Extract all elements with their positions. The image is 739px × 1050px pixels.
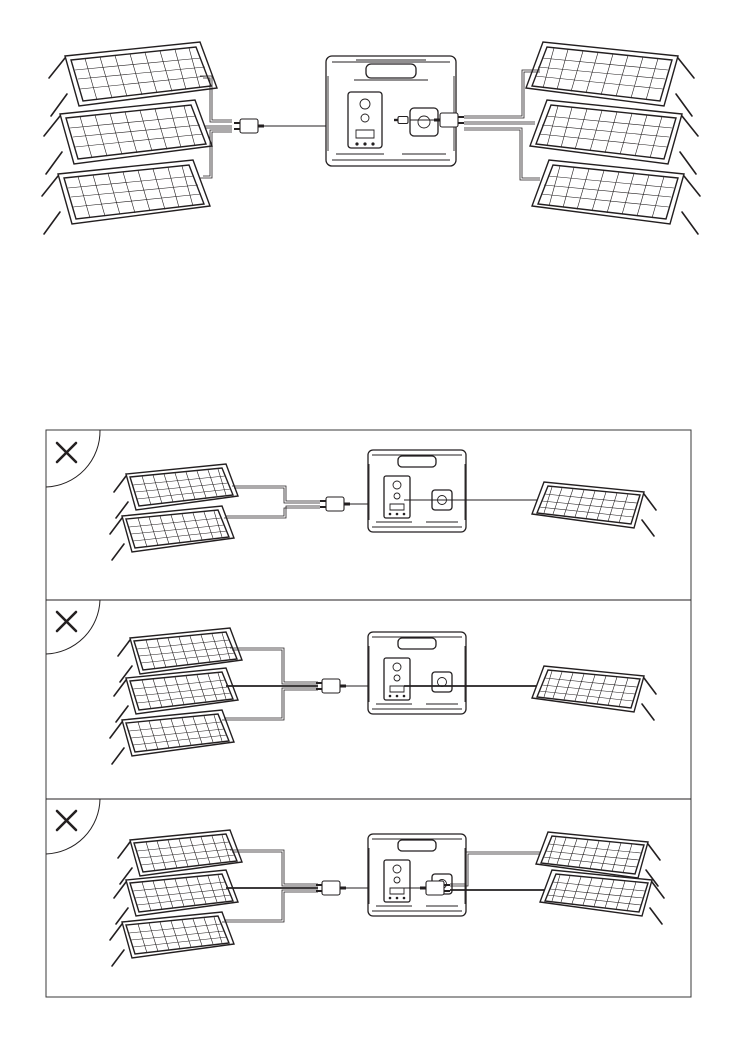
solar-panel-left-3 (42, 160, 210, 234)
power-station (368, 834, 466, 916)
top-diagram (42, 42, 700, 234)
branch-connector-left (234, 119, 264, 133)
solar-panel-right-3 (532, 160, 700, 234)
wire-right-mid (464, 122, 535, 124)
wire-right-bottom (464, 128, 540, 180)
power-station-top (326, 56, 456, 166)
wire-right-top (464, 70, 540, 118)
power-station (368, 450, 466, 532)
power-station (368, 632, 466, 714)
wire-left-mid (205, 126, 232, 128)
